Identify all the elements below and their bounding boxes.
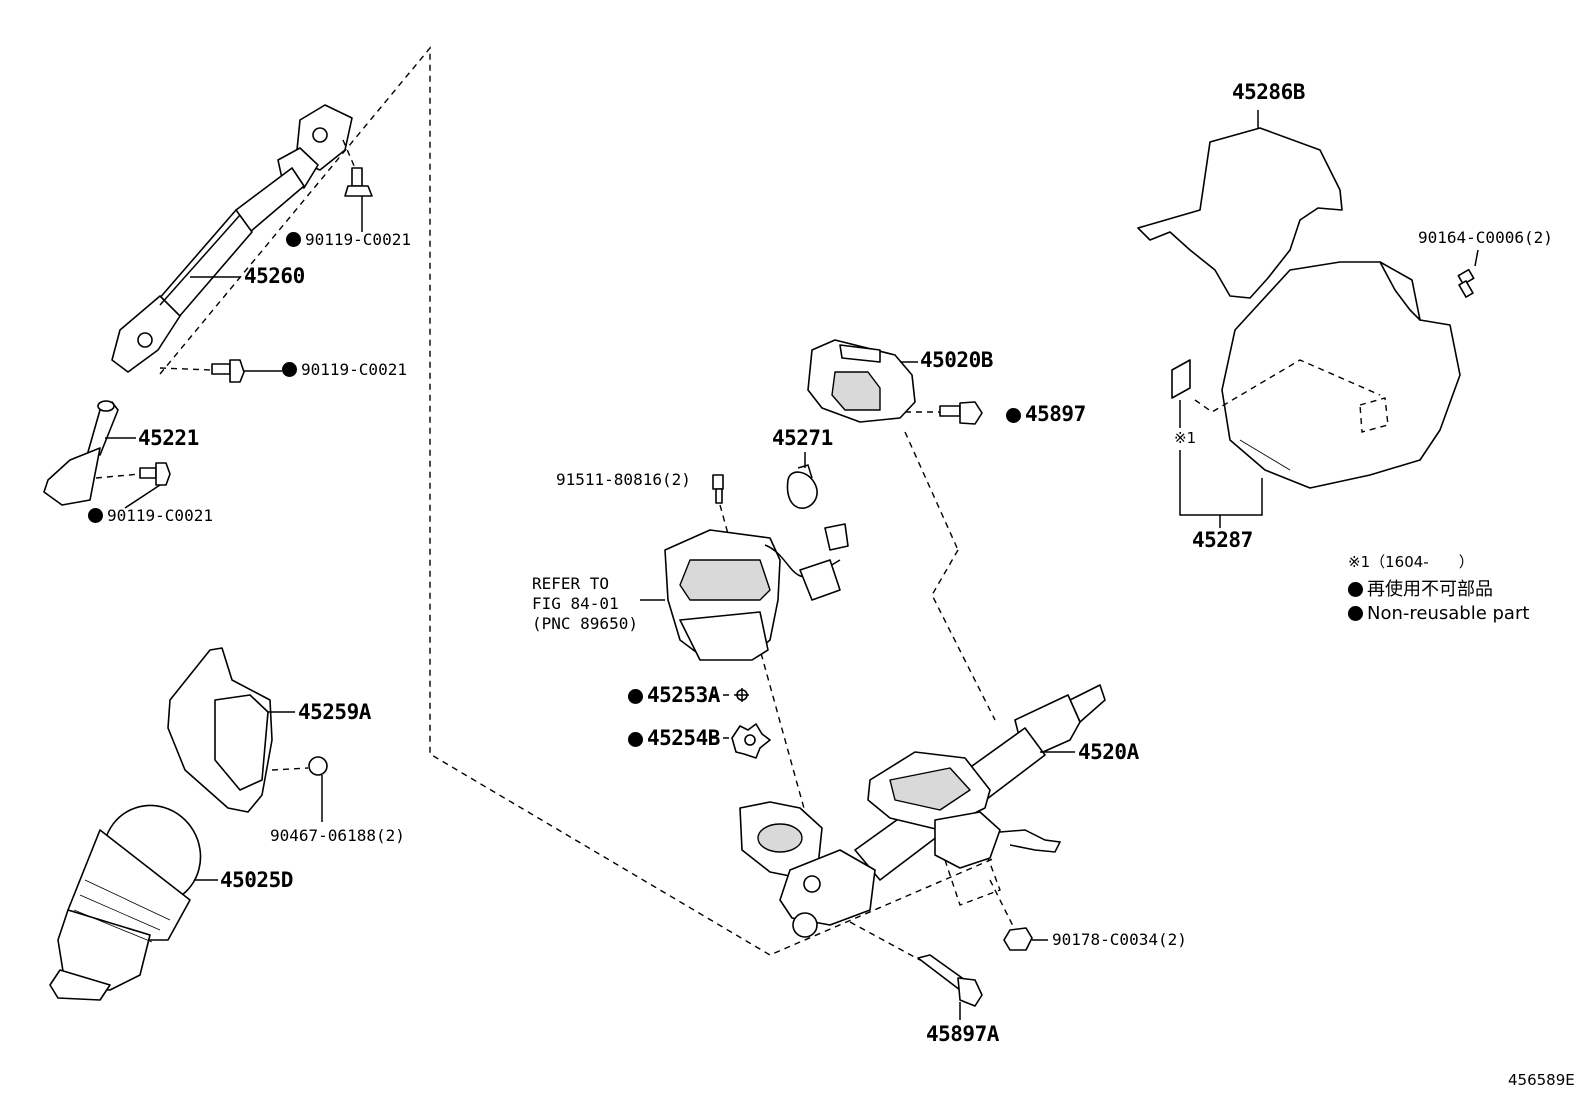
reference-note-line3: (PNC 89650) [532, 614, 638, 633]
reference-note-line2: FIG 84-01 [532, 594, 619, 613]
part-label-45287: 45287 [1192, 528, 1253, 552]
upper-column-cover-drawing [1137, 110, 1343, 299]
leader-lines-left [105, 196, 363, 509]
part-label-45259A: 45259A [298, 700, 371, 724]
column-hole-cover-drawing [167, 647, 295, 813]
part-label-90178-C0034: 90178-C0034(2) [1052, 930, 1187, 949]
clip-90467-drawing [271, 756, 328, 822]
leader-45287-bracket [1179, 400, 1263, 528]
caution-label-drawing [1171, 359, 1191, 399]
bolt-91511-drawing [712, 474, 806, 813]
part-label-45025D: 45025D [220, 868, 293, 892]
legend-note: ※1（1604- ） [1348, 553, 1474, 571]
part-label-45221: 45221 [138, 426, 199, 450]
part-label-90119-C0021-lower: 90119-C0021 [88, 506, 213, 526]
steering-lock-assembly-drawing [640, 523, 849, 661]
reference-note-line1: REFER TO [532, 574, 610, 593]
part-label-45020B: 45020B [920, 348, 993, 372]
legend-non-reusable-jp: 再使用不可部品 [1348, 580, 1493, 600]
part-label-90164-C0006: 90164-C0006(2) [1418, 228, 1553, 247]
bolt-90119-lower-drawing [95, 462, 171, 486]
part-label-45253A: 45253A [628, 685, 720, 706]
part-label-45260: 45260 [244, 264, 305, 288]
part-label-90119-C0021-upper: 90119-C0021 [286, 230, 411, 250]
part-label-45286B: 45286B [1232, 80, 1305, 104]
lower-column-cover-drawing [1194, 261, 1461, 489]
nut-90178-drawing [1003, 927, 1048, 951]
note-mark-1: ※1 [1174, 429, 1197, 447]
shaft-end-drawing [43, 400, 119, 506]
part-label-45897: 45897 [1006, 404, 1086, 425]
steering-column-boot-drawing [49, 804, 218, 1001]
intermediate-shaft-drawing [111, 104, 353, 373]
part-label-90467-06188: 90467-06188(2) [270, 826, 405, 845]
bolt-90119-upper-drawing [342, 139, 373, 197]
steering-column-assembly-drawing [739, 684, 1106, 938]
part-label-45897A: 45897A [926, 1022, 999, 1046]
bolt-90119-middle-drawing [159, 359, 245, 383]
legend-non-reusable-en: Non-reusable part [1348, 604, 1529, 624]
part-label-45271: 45271 [772, 426, 833, 450]
screw-90164-drawing [1457, 249, 1479, 298]
part-label-90119-C0021-middle: 90119-C0021 [282, 360, 407, 380]
spacer-45254B-drawing [712, 723, 771, 759]
part-label-45254B: 45254B [628, 728, 720, 749]
clamp-45271-drawing [786, 452, 818, 509]
figure-id: 456589E [1508, 1071, 1575, 1089]
part-label-4520A: 4520A [1078, 740, 1139, 764]
part-label-91511-80816: 91511-80816(2) [556, 470, 691, 489]
lock-bracket-drawing [807, 339, 996, 721]
bolt-45897A-drawing [849, 921, 983, 1020]
